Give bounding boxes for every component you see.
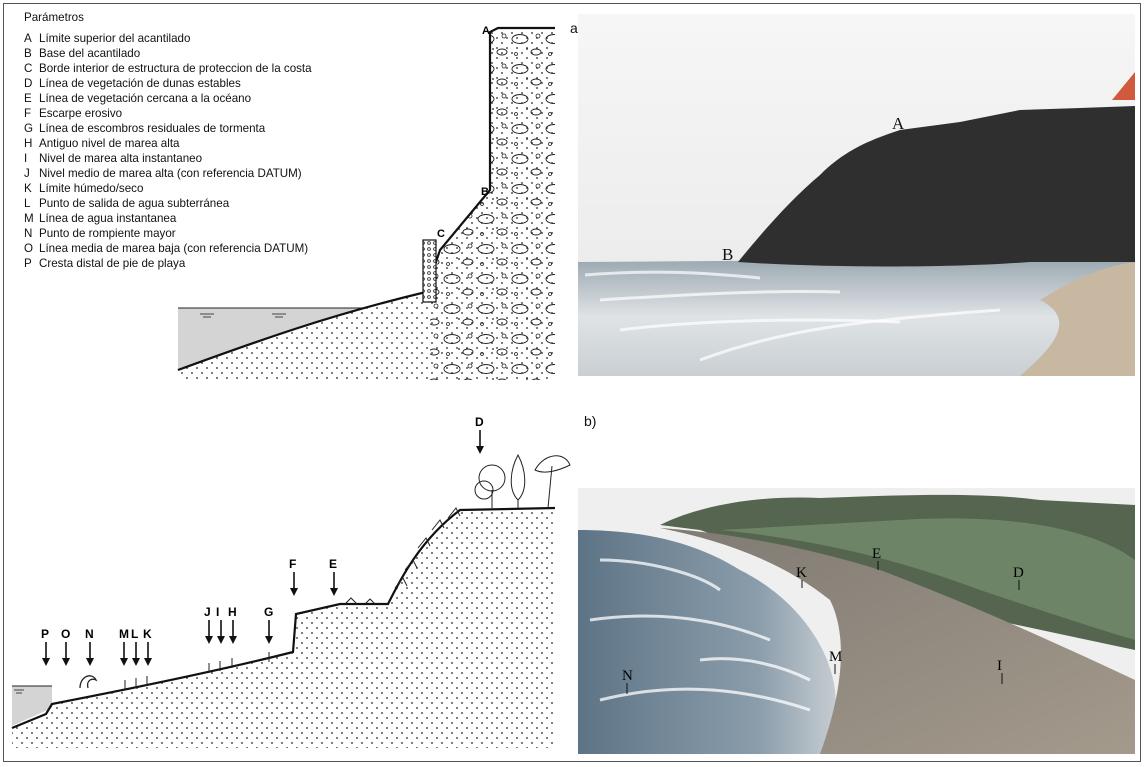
arrow-label-l: L [131, 627, 138, 641]
arrow-head-icon [265, 636, 273, 644]
arrow-label-j: J [204, 605, 211, 619]
arrow-head-icon [62, 658, 70, 666]
photo-a-label-B: B [722, 245, 733, 264]
breaking-wave-icon [80, 676, 96, 688]
arrow-label-n: N [85, 627, 94, 641]
photo-a: A B [578, 14, 1135, 376]
cliff-body-a [430, 30, 555, 380]
arrow-head-icon [120, 658, 128, 666]
protection-wall [423, 240, 436, 302]
photo-b: K E D M I N [578, 488, 1135, 754]
arrow-label-g: G [264, 605, 273, 619]
diagram-a: A B C [178, 25, 555, 380]
arrow-label-m: M [119, 627, 129, 641]
arrow-head-icon [42, 658, 50, 666]
arrow-label-i: I [216, 605, 219, 619]
label-a-B: B [481, 186, 489, 198]
arrow-head-icon [205, 636, 213, 644]
arrow-label-o: O [61, 627, 70, 641]
arrow-head-icon [86, 658, 94, 666]
photo-b-label-K: K [796, 565, 807, 581]
photo-b-label-M: M [829, 649, 842, 665]
arrow-label-d: D [475, 415, 484, 429]
photo-b-label-D: D [1013, 565, 1024, 581]
label-a-C: C [437, 228, 445, 240]
arrow-head-icon [290, 588, 298, 596]
arrow-label-k: K [143, 627, 152, 641]
label-a-A: A [482, 25, 490, 37]
arrow-head-icon [217, 636, 225, 644]
arrow-head-icon [132, 658, 140, 666]
arrow-label-e: E [329, 557, 337, 571]
arrow-head-icon [476, 446, 484, 454]
photo-b-label-E: E [872, 546, 881, 562]
arrow-head-icon [144, 658, 152, 666]
arrow-head-icon [229, 636, 237, 644]
arrow-label-h: H [228, 605, 237, 619]
photo-a-label-A: A [892, 114, 905, 133]
photo-b-label-I: I [997, 658, 1002, 674]
arrow-label-p: P [41, 627, 49, 641]
photo-b-label-N: N [622, 668, 633, 684]
arrow-label-f: F [289, 557, 296, 571]
arrow-head-icon [330, 588, 338, 596]
